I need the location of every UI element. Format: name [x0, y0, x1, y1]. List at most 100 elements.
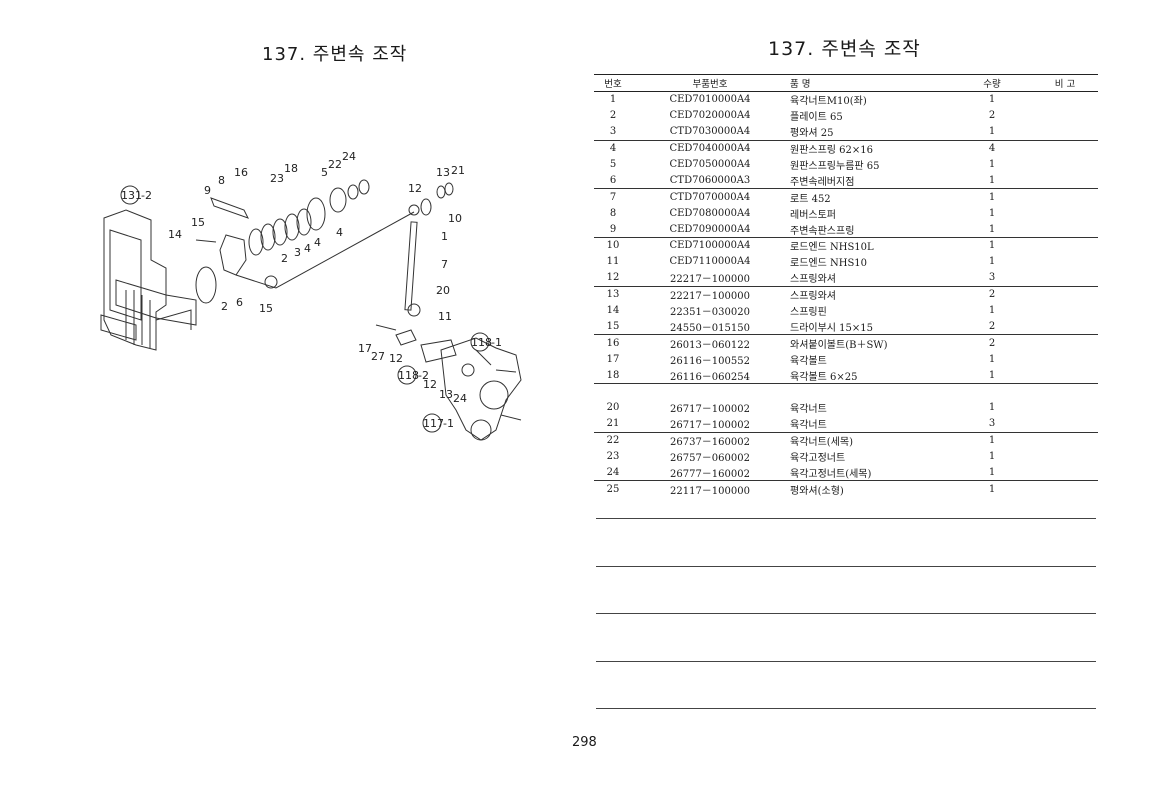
cell-no: 24 — [594, 464, 632, 482]
header-no: 번호 — [594, 74, 632, 92]
label-24a: 24 — [342, 150, 356, 163]
cell-qty: 1 — [988, 451, 996, 463]
label-15b: 15 — [259, 302, 273, 315]
label-3: 3 — [294, 246, 301, 259]
right-page-title: 137. 주변속 조작 — [768, 38, 921, 60]
cell-remark — [1032, 464, 1098, 482]
header-part-no: 부품번호 — [632, 74, 788, 92]
callout-117: 117 — [423, 417, 444, 430]
cell-no: 3 — [594, 123, 632, 141]
lever-rod — [195, 182, 454, 317]
cell-part-no: CED7100000A4 — [669, 240, 751, 252]
cell-name: 로드엔드 NHS10 — [790, 258, 868, 270]
cell-part-no: 24550－015150 — [632, 318, 788, 336]
cell-part-no: CTD7060000A3 — [632, 172, 788, 190]
cell-part-no: 26013－060122 — [670, 339, 750, 351]
cell-part-no: 26777－160002 — [632, 464, 788, 482]
cell-qty: 2 — [952, 318, 1032, 336]
cell-qty: 1 — [988, 402, 996, 414]
cell-remark — [1032, 238, 1098, 254]
label-17: 17 — [358, 342, 372, 355]
cell-no: 8 — [609, 207, 617, 219]
callout-118a: 118 — [471, 336, 492, 349]
label-13b: 13 — [439, 388, 453, 401]
cell-part-no: CED7110000A4 — [669, 256, 751, 268]
cell-no: 21 — [594, 415, 632, 433]
cell-name: 육각너트(세목) — [790, 437, 854, 449]
cell-no: 14 — [606, 305, 620, 317]
blank-rule — [596, 613, 1096, 614]
label-15a: 15 — [191, 216, 205, 229]
cell-no: 17 — [606, 353, 620, 365]
cell-remark — [1032, 269, 1098, 287]
callout-118b: 118 — [398, 369, 419, 382]
cell-part-no: 26717－100002 — [670, 404, 750, 416]
cell-remark — [1032, 351, 1098, 367]
cell-part-no: CED7090000A4 — [632, 221, 788, 239]
blank-rule — [596, 566, 1096, 567]
callout-131: 131 — [121, 189, 142, 202]
table-row: 8 CED7080000A4 레버스토퍼 1 — [594, 205, 1098, 221]
cell-qty: 3 — [952, 269, 1032, 287]
cell-name: 레버스토퍼 — [790, 209, 836, 221]
cell-part-no: 26737－160002 — [670, 437, 750, 449]
cell-qty: 2 — [988, 337, 996, 349]
cell-name: 스프링와셔 — [790, 291, 836, 303]
cell-no: 1 — [609, 94, 617, 106]
label-11: 11 — [438, 310, 452, 323]
cell-name: 육각볼트 — [790, 355, 827, 367]
header-remark: 비 고 — [1032, 74, 1098, 92]
label-14: 14 — [168, 228, 182, 241]
lower-assembly — [375, 324, 522, 441]
blank-rule — [596, 518, 1096, 519]
cell-name: 스프링핀 — [790, 307, 827, 319]
cell-name: 플레이트 65 — [790, 112, 843, 124]
page-number: 298 — [572, 735, 597, 750]
housing-frame — [100, 209, 197, 351]
cell-qty: 1 — [988, 191, 996, 203]
callout-circles — [120, 185, 490, 433]
cell-name: 로드엔드 NHS10L — [790, 242, 874, 254]
cell-name: 원판스프링누름판 65 — [790, 161, 880, 172]
cell-no: 15 — [594, 318, 632, 336]
cell-name: 주변속판스프링 — [788, 221, 952, 239]
cell-no: 11 — [606, 256, 620, 268]
cell-part-no: 26717－100002 — [632, 415, 788, 433]
cell-no: 7 — [609, 191, 617, 203]
cell-remark — [1032, 481, 1098, 497]
label-10: 10 — [448, 212, 462, 225]
label-2b: 2 — [281, 252, 288, 265]
label-24b: 24 — [453, 392, 467, 405]
cell-part-no: CED7080000A4 — [669, 207, 751, 219]
cell-no: 6 — [594, 172, 632, 190]
label-22: 22 — [328, 158, 342, 171]
cell-qty: 1 — [988, 256, 996, 268]
header-qty: 수량 — [952, 74, 1032, 92]
cell-no: 12 — [594, 269, 632, 287]
cell-qty: 1 — [952, 464, 1032, 482]
cell-qty: 1 — [988, 305, 996, 317]
cell-qty: 2 — [988, 110, 996, 122]
cell-name: 육각고정너트 — [790, 453, 846, 465]
cell-no: 4 — [609, 143, 617, 155]
cell-part-no: CED7050000A4 — [669, 159, 751, 170]
cell-name: 와셔붙이볼트(B＋SW) — [790, 339, 888, 351]
diagram-labels: 131 -2 118 -1 118 -2 117 -1 1 2 2 3 4 4 … — [121, 150, 502, 430]
cell-qty: 1 — [988, 207, 996, 219]
cell-remark — [1032, 318, 1098, 336]
cell-name: 스프링와셔 — [788, 269, 952, 287]
cell-part-no: CED7020000A4 — [669, 110, 751, 122]
header-name: 품 명 — [788, 74, 952, 92]
cell-name: 원판스프링 62×16 — [790, 145, 874, 157]
label-12b: 12 — [389, 352, 403, 365]
